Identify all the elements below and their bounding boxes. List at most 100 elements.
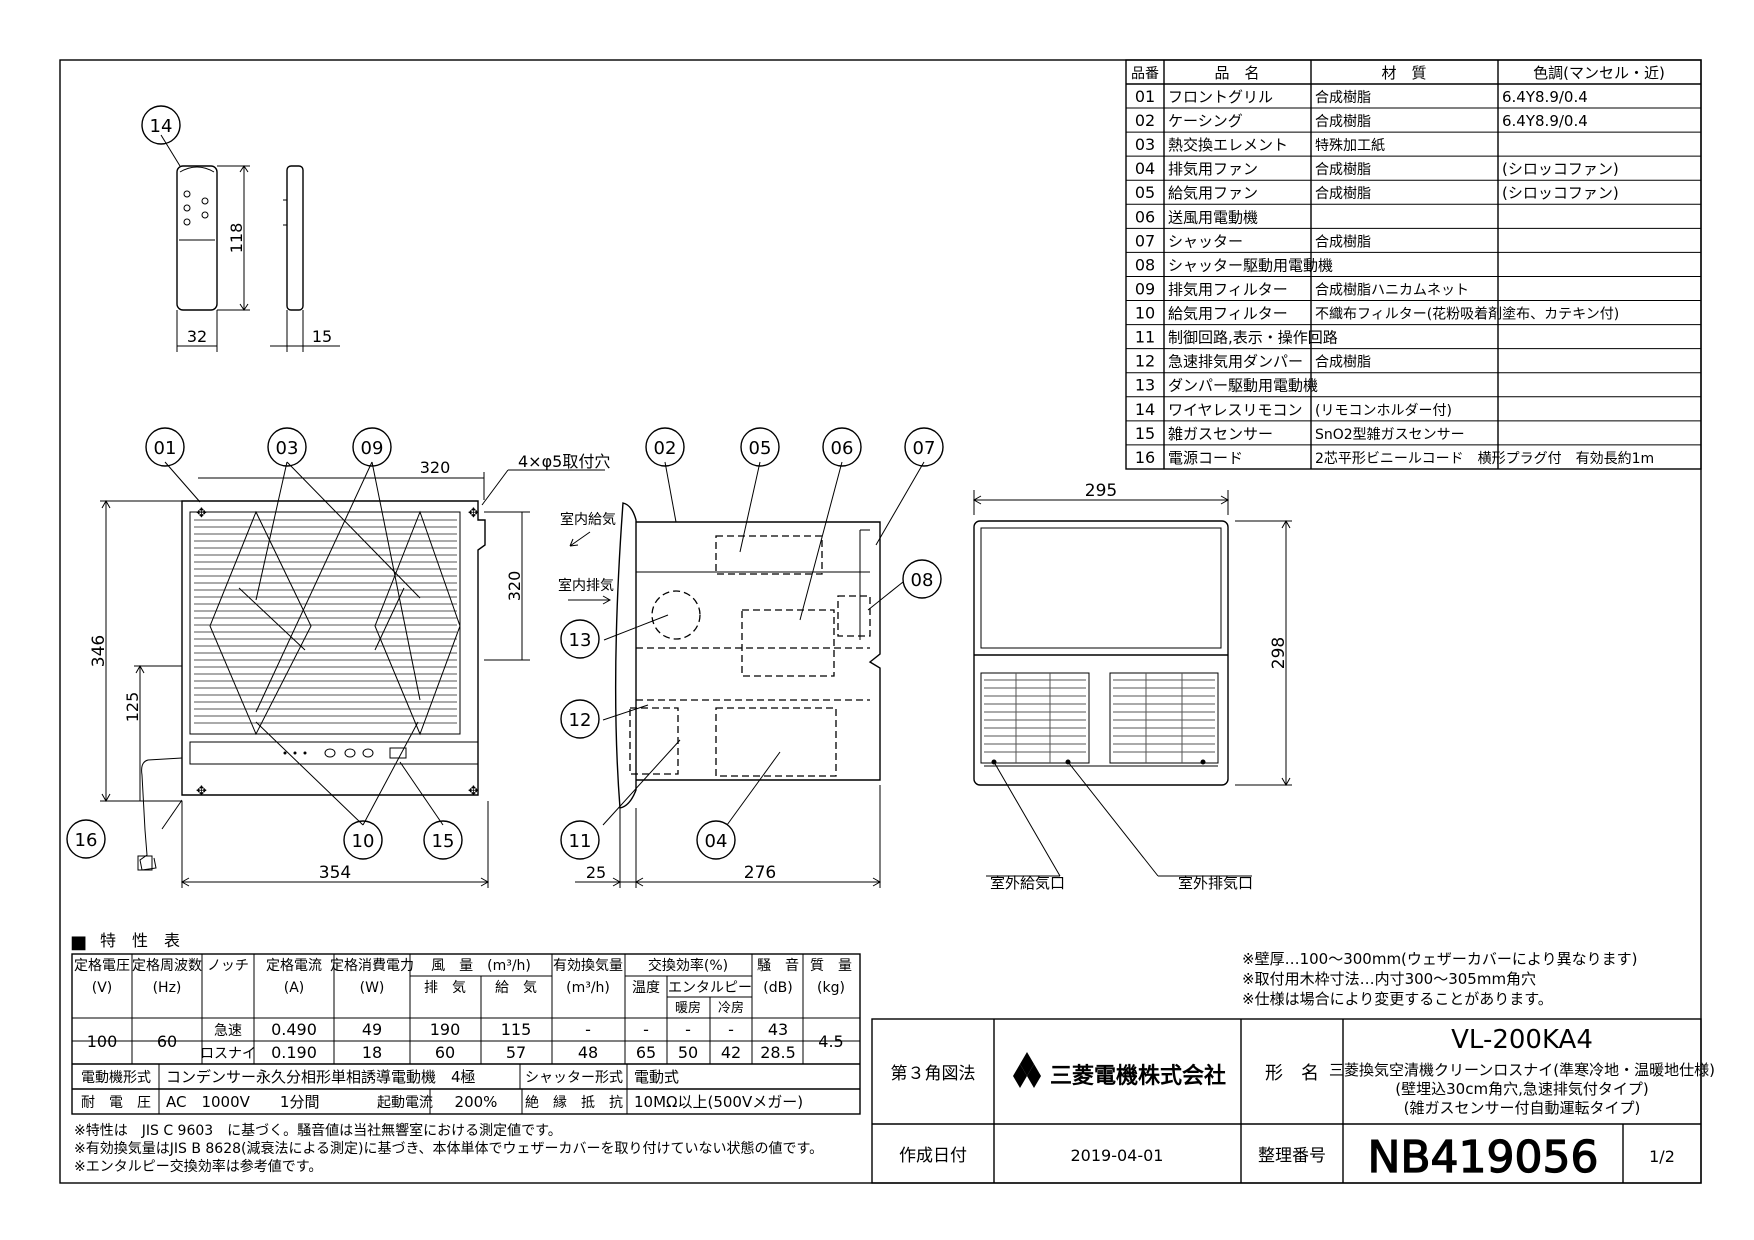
- spec-motor-label: 電動機形式: [81, 1070, 151, 1086]
- spec-h-enthalpy: エンタルピー: [668, 980, 752, 996]
- spec-cell-supply: 115: [501, 1020, 532, 1039]
- projection-method: 第３角図法: [891, 1064, 976, 1084]
- svg-text:13: 13: [569, 630, 592, 651]
- spec-cell-noise: 28.5: [760, 1043, 796, 1062]
- part-number: 02: [1135, 111, 1155, 130]
- spec-cell-effective: 48: [578, 1043, 598, 1062]
- part-material: 合成樹脂: [1315, 90, 1371, 106]
- note-right-3: ※仕様は場合により変更することがあります。: [1242, 990, 1553, 1008]
- part-color: 6.4Y8.9/0.4: [1502, 112, 1588, 130]
- callout-12: 12: [560, 699, 600, 739]
- hole-pitch-h-dim: 320: [420, 458, 451, 477]
- svg-text:✥: ✥: [196, 784, 207, 799]
- company-name: 三菱電機株式会社: [1050, 1063, 1226, 1089]
- spec-h-heating: 暖房: [675, 1000, 701, 1016]
- callout-05: 05: [740, 427, 780, 467]
- svg-text:15: 15: [432, 831, 455, 852]
- spec-h-efficiency: 交換効率(%): [648, 957, 728, 974]
- leader-lines: [160, 134, 925, 830]
- front-view: ✥ ✥ ✥ ✥ 346 125 354 320 320 4×φ5取付穴: [89, 452, 610, 888]
- part-material: (リモコンホルダー付): [1315, 403, 1452, 419]
- svg-text:✥: ✥: [468, 506, 479, 521]
- spec-cell-current: 0.490: [271, 1020, 317, 1039]
- hole-pitch-v-dim: 320: [505, 571, 524, 602]
- spec-cell-heating: -: [685, 1020, 691, 1039]
- spec-h-cooling: 冷房: [718, 1000, 744, 1016]
- part-number: 14: [1135, 400, 1155, 419]
- spec-cell-temp: -: [643, 1020, 649, 1039]
- callout-02: 02: [645, 427, 685, 467]
- callout-14: 14: [141, 105, 181, 145]
- spec-h-voltage: 定格電圧: [74, 958, 130, 974]
- part-material: 特殊加工紙: [1315, 138, 1385, 154]
- spec-cell-power: 18: [362, 1043, 382, 1062]
- svg-text:09: 09: [361, 438, 384, 459]
- spec-h-freq-unit: (Hz): [153, 980, 182, 996]
- part-material: 合成樹脂: [1315, 355, 1371, 371]
- front-width-dim: 354: [319, 863, 351, 883]
- svg-text:02: 02: [654, 438, 677, 459]
- remote-width-dim: 32: [187, 327, 207, 346]
- part-name: シャッター駆動用電動機: [1168, 256, 1333, 274]
- spec-cell-current: 0.190: [271, 1043, 317, 1062]
- callout-06: 06: [822, 427, 862, 467]
- part-material: 合成樹脂ハニカムネット: [1315, 282, 1469, 298]
- model-label: 形 名: [1265, 1063, 1319, 1084]
- spec-insulation-label: 絶 縁 抵 抗: [525, 1095, 623, 1111]
- svg-text:06: 06: [831, 438, 854, 459]
- notes-left: ※特性は JIS C 9603 に基づく。騒音値は当社無響室における測定値です。…: [74, 1122, 823, 1175]
- remote-depth-dim: 15: [312, 327, 332, 346]
- side-depth-dim: 276: [744, 863, 776, 883]
- spec-withstand-value: AC 1000V 1分間: [166, 1093, 319, 1111]
- svg-text:04: 04: [705, 831, 728, 852]
- spec-h-current-unit: (A): [284, 980, 305, 996]
- drawing-number: NB419056: [1367, 1132, 1598, 1183]
- side-flange-dim: 25: [586, 863, 606, 882]
- part-number: 07: [1135, 231, 1155, 250]
- part-name: 制御回路,表示・操作回路: [1168, 329, 1338, 347]
- callout-10: 10: [343, 820, 383, 860]
- model-number: VL-200KA4: [1451, 1025, 1593, 1055]
- callout-16: 16: [66, 819, 106, 859]
- model-desc-3: (雑ガスセンサー付自動運転タイプ): [1404, 1099, 1641, 1117]
- spec-cell-exhaust: 60: [435, 1043, 455, 1062]
- part-number: 04: [1135, 159, 1155, 178]
- page-number: 1/2: [1649, 1147, 1675, 1166]
- callout-15: 15: [423, 820, 463, 860]
- part-name: 雑ガスセンサー: [1168, 425, 1273, 443]
- spec-cell-temp: 65: [636, 1043, 656, 1062]
- spec-shutter-label: シャッター形式: [525, 1070, 623, 1086]
- part-material: SnO2型雑ガスセンサー: [1315, 427, 1465, 443]
- indoor-exhaust-label: 室内排気: [558, 577, 614, 594]
- part-name: 給気用フィルター: [1168, 305, 1288, 323]
- outdoor-exhaust-label: 室外排気口: [1178, 874, 1253, 892]
- front-cord-height-dim: 125: [123, 692, 142, 723]
- parts-header-material: 材 質: [1381, 64, 1426, 82]
- model-desc-2: (壁埋込30cm角穴,急速排気付タイプ): [1395, 1080, 1648, 1098]
- spec-table: ■ 特 性 表 定格電圧 (V) 定格周波数 (Hz) ノッチ 定格電流: [70, 931, 861, 1115]
- remote-height-dim: 118: [227, 223, 246, 254]
- mount-holes-note: 4×φ5取付穴: [518, 452, 610, 471]
- spec-h-freq: 定格周波数: [132, 958, 202, 974]
- remote-front-view: 118 32: [176, 165, 250, 352]
- spec-h-power-unit: (W): [360, 980, 385, 996]
- part-color: (シロッコファン): [1502, 160, 1619, 178]
- part-color: 6.4Y8.9/0.4: [1502, 88, 1588, 106]
- spec-h-voltage-unit: (V): [92, 980, 113, 996]
- spec-cell-cooling: 42: [721, 1043, 741, 1062]
- svg-text:08: 08: [911, 570, 934, 591]
- part-name: シャッター: [1168, 232, 1243, 250]
- part-material: 不織布フィルター(花粉吸着剤塗布、カテキン付): [1315, 306, 1619, 323]
- rear-height-dim: 298: [1269, 637, 1289, 669]
- parts-header-no: 品番: [1131, 66, 1159, 82]
- svg-text:05: 05: [749, 438, 772, 459]
